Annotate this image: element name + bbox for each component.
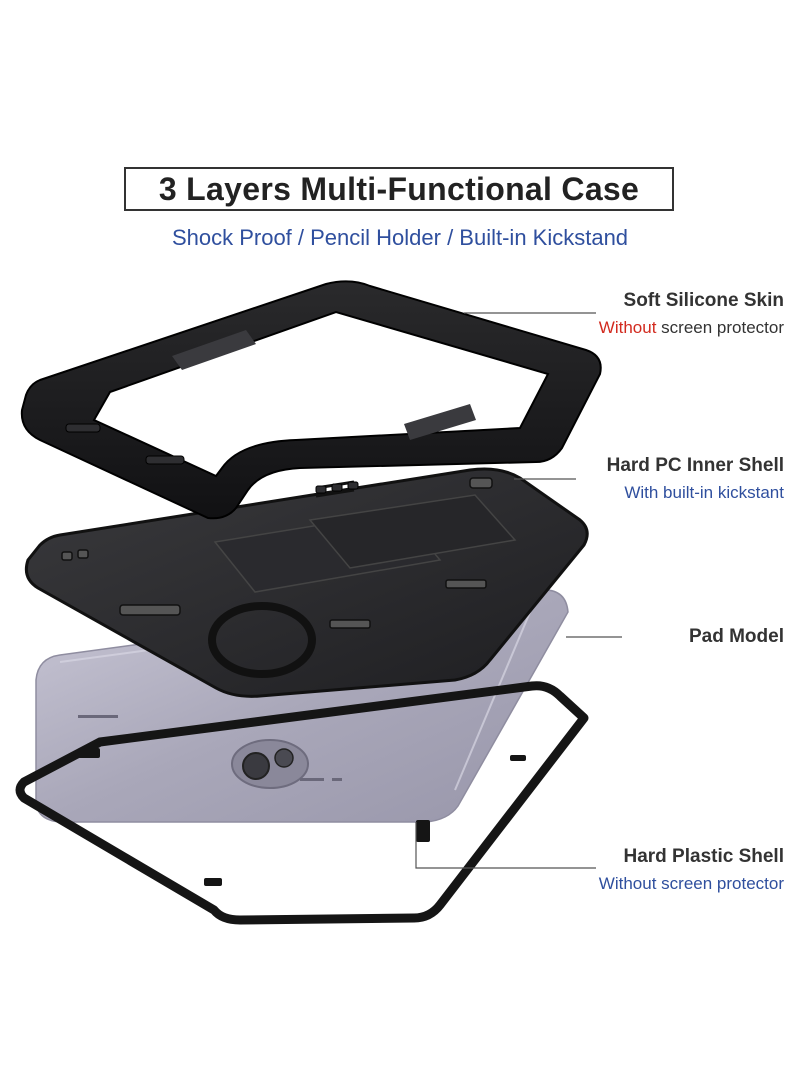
label-description: Without screen protector — [598, 874, 784, 893]
label-hard-plastic-shell: Hard Plastic Shell Without screen protec… — [599, 846, 784, 894]
hard-plastic-shell — [15, 681, 589, 925]
page-subtitle: Shock Proof / Pencil Holder / Built-in K… — [171, 225, 629, 250]
leader-lines — [415, 312, 622, 869]
label-name: Pad Model — [688, 626, 784, 647]
label-description: Without screen protector — [599, 318, 784, 338]
label-soft-silicone-skin: Soft Silicone Skin Without screen protec… — [599, 290, 784, 338]
label-hard-pc-inner-shell: Hard PC Inner Shell With built-in kickst… — [607, 455, 784, 503]
hard-pc-inner-shell — [24, 467, 589, 698]
label-name: Hard Plastic Shell — [623, 846, 784, 867]
highlight-text: Without — [598, 318, 657, 337]
description-rest: screen protector — [656, 318, 784, 337]
label-name: Soft Silicone Skin — [623, 290, 784, 311]
soft-silicone-skin — [20, 280, 602, 520]
camera-module — [231, 739, 309, 789]
label-name: Hard PC Inner Shell — [606, 455, 784, 476]
label-pad-model: Pad Model — [689, 626, 784, 648]
title-box: 3 Layers Multi-Functional Case — [124, 167, 674, 211]
label-description: With built-in kickstant — [624, 483, 784, 502]
page-title: 3 Layers Multi-Functional Case — [158, 170, 640, 207]
